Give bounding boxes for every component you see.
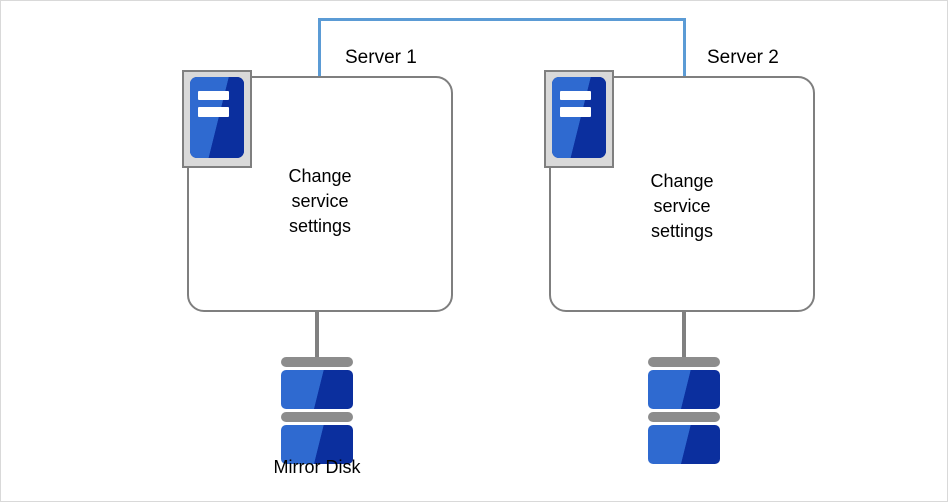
server-1-body-text: Change service settings (187, 164, 453, 239)
server-icon-bar-top (198, 90, 230, 101)
server-icon (182, 70, 252, 168)
disk-icon (648, 357, 720, 464)
disk-platter-upper (281, 370, 353, 409)
disk-bar-top (648, 357, 720, 367)
server-interconnect-right-leg (683, 18, 686, 77)
disk-platter-upper (648, 370, 720, 409)
disk-icon (281, 357, 353, 464)
disk-bar-middle (648, 412, 720, 422)
server-icon-highlight (552, 77, 606, 158)
server-icon (544, 70, 614, 168)
server-2-body-line-2: service (653, 196, 711, 216)
server-1-body-line-3: settings (288, 216, 352, 236)
server-1-body-line-2: service (291, 191, 349, 211)
server-2-body-text: Change service settings (549, 169, 815, 244)
disk-platter-lower (648, 425, 720, 464)
server-2-body-line-3: settings (650, 221, 714, 241)
disk-platter-lower (281, 425, 353, 464)
server-2-disk-connector (682, 312, 686, 360)
server-interconnect-left-leg (318, 18, 321, 77)
disk-bar-middle (281, 412, 353, 422)
server-1-disk-connector (315, 312, 319, 360)
server-icon-bar-top (560, 90, 592, 101)
server-interconnect-horizontal-line (318, 18, 686, 21)
server-icon-body (190, 77, 244, 158)
server-icon-bar-bottom (198, 106, 230, 117)
server-icon-highlight (190, 77, 244, 158)
disk-bar-top (281, 357, 353, 367)
server-2-body-line-1: Change (650, 171, 714, 191)
server-1-body-line-1: Change (288, 166, 352, 186)
server-2-label: Server 2 (707, 47, 779, 68)
mirror-disk-label: Mirror Disk (273, 457, 361, 477)
server-icon-bar-bottom (560, 106, 592, 117)
server-1-label: Server 1 (345, 47, 417, 68)
server-icon-body (552, 77, 606, 158)
